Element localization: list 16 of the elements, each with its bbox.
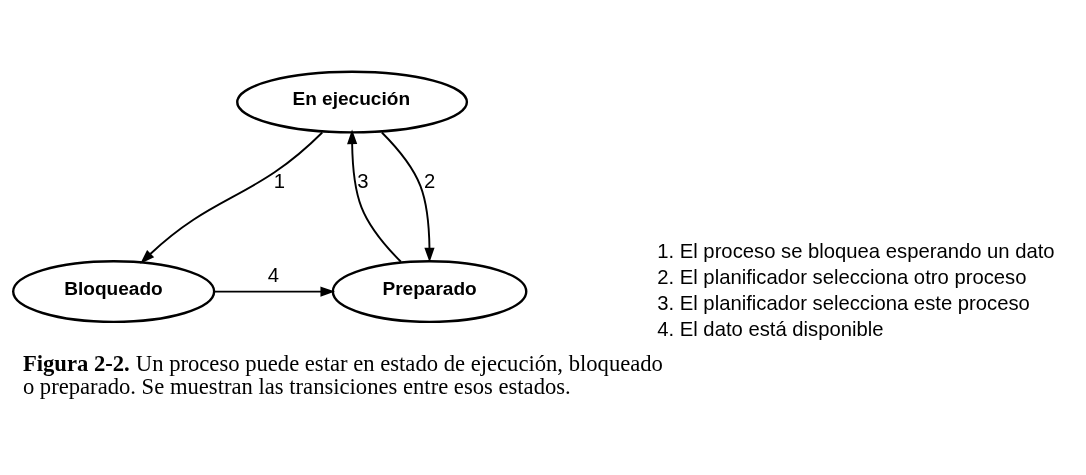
node-ellipse: En ejecución <box>236 70 469 134</box>
arrow <box>213 286 336 297</box>
label: 4. El dato está disponible <box>657 317 884 340</box>
arrow <box>347 129 402 263</box>
edge-label: 4 <box>267 263 279 286</box>
caption: Figura 2-2. Un proceso puede estar en estado de ejecución, bloqueado o preparado. Se muestran las transiciones entre esos estados. <box>22 350 663 399</box>
label: 1. El proceso se bloquea esperando un dato <box>657 239 1055 262</box>
edge-label: 1 <box>273 169 285 192</box>
edge-label: 2 <box>423 169 436 192</box>
arrow <box>380 131 435 262</box>
node-ellipse: Preparado <box>331 259 528 323</box>
label: 3. El planificador selecciona este proceso <box>657 291 1030 314</box>
edge-label: 3 <box>357 169 369 192</box>
node-ellipse: Bloqueado <box>12 259 216 323</box>
arrow <box>140 131 324 264</box>
label: 2. El planificador selecciona otro proceso <box>657 265 1027 288</box>
